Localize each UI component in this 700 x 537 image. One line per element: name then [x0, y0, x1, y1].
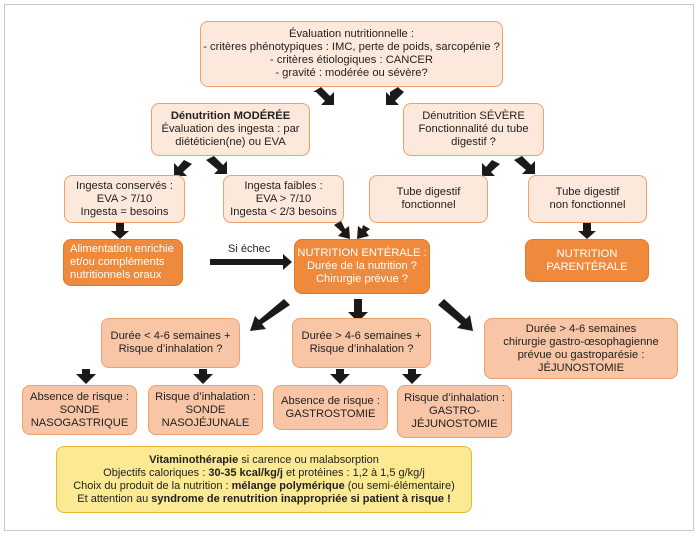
- evaluation-line-3: - critères étiologiques : CANCER: [270, 54, 433, 66]
- footer-line-1-rest: si carence ou malabsorption: [238, 453, 379, 466]
- evaluation-line-1: Évaluation nutritionnelle :: [288, 28, 414, 40]
- ingesta-low-line-2: EVA > 7/10: [255, 192, 312, 205]
- tube-functional-box: Tube digestif fonctionnel: [369, 175, 488, 223]
- parenteral-nutrition-box: NUTRITION PARENTÉRALE: [525, 239, 649, 282]
- figure-frame: [4, 4, 694, 531]
- tube-nonfunctional-line-1: Tube digestif: [555, 186, 620, 198]
- evaluation-line-2: - critères phénotypiques : IMC, perte de…: [203, 41, 500, 53]
- footer-line-3-b: (ou semi-élémentaire): [344, 479, 455, 492]
- moderate-title: Dénutrition MODÉRÉE: [170, 110, 291, 122]
- footer-refeeding: syndrome de renutrition inappropriée si …: [151, 492, 451, 505]
- long-duration-line-1: Durée > 4-6 semaines +: [301, 330, 422, 342]
- moderate-line-3: diététicien(ne) ou EVA: [175, 136, 286, 148]
- tube-nonfunctional-line-2: non fonctionnel: [549, 199, 626, 211]
- enteral-line-3: Chirurgie prévue ?: [315, 273, 409, 285]
- footer-line-2-b: et protéines : 1,2 à 1,5 g/kg/j: [282, 466, 425, 479]
- leaf3-line-2: GASTROSTOMIE: [285, 407, 376, 420]
- ingesta-preserved-line-3: Ingesta = besoins: [80, 205, 169, 218]
- footer-line-1: Vitaminothérapie si carence ou malabsorp…: [149, 454, 379, 467]
- surgery-line-3: prévue ou gastroparésie :: [517, 348, 645, 361]
- severe-line-3: digestif ?: [451, 136, 496, 148]
- short-duration-box: Durée < 4-6 semaines + Risque d’inhalati…: [101, 318, 240, 368]
- surgery-line-4: JÉJUNOSTOMIE: [537, 361, 625, 374]
- leaf4-line-1: Risque d’inhalation :: [404, 392, 505, 404]
- evaluation-box: Évaluation nutritionnelle : - critères p…: [200, 21, 503, 87]
- enteral-line-2: Durée de la nutrition ?: [306, 260, 418, 272]
- leaf1-line-1: Absence de risque :: [30, 390, 129, 403]
- surgery-line-1: Durée > 4-6 semaines: [525, 322, 637, 335]
- leaf3-line-1: Absence de risque :: [281, 394, 380, 407]
- enteral-nutrition-box: NUTRITION ENTÉRALE : Durée de la nutriti…: [294, 239, 430, 294]
- leaf4-line-2: GASTRO-: [429, 405, 480, 417]
- short-duration-line-1: Durée < 4-6 semaines +: [110, 330, 231, 342]
- ingesta-low-line-1: Ingesta faibles :: [244, 179, 323, 192]
- footer-vitamin: Vitaminothérapie: [149, 453, 239, 466]
- footer-line-4: Et attention au syndrome de renutrition …: [77, 493, 451, 506]
- footer-line-4-a: Et attention au: [77, 492, 152, 505]
- ingesta-low-box: Ingesta faibles : EVA > 7/10 Ingesta < 2…: [223, 175, 344, 223]
- surgery-line-2: chirurgie gastro-œsophagienne: [503, 335, 659, 348]
- footer-polymeric: mélange polymérique: [231, 479, 345, 492]
- ingesta-preserved-box: Ingesta conservés : EVA > 7/10 Ingesta =…: [64, 175, 185, 223]
- short-duration-line-2: Risque d’inhalation ?: [118, 343, 223, 355]
- enriched-line-1: Alimentation enrichie: [70, 243, 174, 255]
- gastrojejunostomy-box: Risque d’inhalation : GASTRO- JÉJUNOSTOM…: [397, 385, 512, 438]
- moderate-undernutrition-box: Dénutrition MODÉRÉE Évaluation des inges…: [151, 103, 310, 156]
- tube-functional-line-2: fonctionnel: [401, 199, 456, 211]
- severe-undernutrition-box: Dénutrition SÉVÈRE Fonctionnalité du tub…: [403, 103, 544, 156]
- moderate-line-2: Évaluation des ingesta : par: [161, 123, 300, 135]
- footer-line-3: Choix du produit de la nutrition : mélan…: [73, 480, 455, 493]
- footer-line-2-a: Objectifs caloriques :: [103, 466, 209, 479]
- nasojejunal-tube-box: Risque d’inhalation : SONDE NASOJÉJUNALE: [148, 385, 263, 435]
- gastrostomy-box: Absence de risque : GASTROSTOMIE: [273, 385, 388, 430]
- failure-label: Si échec: [228, 243, 271, 255]
- footer-line-2: Objectifs caloriques : 30-35 kcal/kg/j e…: [103, 467, 425, 480]
- severe-line-1: Dénutrition SÉVÈRE: [422, 110, 525, 122]
- enriched-line-3: nutritionnels oraux: [70, 269, 162, 281]
- parenteral-line-1: NUTRITION: [556, 247, 618, 260]
- footer-calories: 30-35 kcal/kg/j: [208, 466, 283, 479]
- enriched-diet-box: Alimentation enrichie et/ou compléments …: [63, 239, 183, 286]
- leaf2-line-2: SONDE: [185, 403, 226, 416]
- enriched-line-2: et/ou compléments: [70, 256, 165, 268]
- recommendations-box: Vitaminothérapie si carence ou malabsorp…: [56, 446, 472, 513]
- tube-functional-line-1: Tube digestif: [396, 186, 461, 198]
- ingesta-preserved-line-2: EVA > 7/10: [96, 192, 153, 205]
- footer-line-3-a: Choix du produit de la nutrition :: [73, 479, 232, 492]
- leaf2-line-3: NASOJÉJUNALE: [161, 416, 250, 429]
- leaf1-line-3: NASOGASTRIQUE: [30, 416, 129, 429]
- long-duration-line-2: Risque d’inhalation ?: [309, 343, 414, 355]
- long-duration-box: Durée > 4-6 semaines + Risque d’inhalati…: [292, 318, 431, 368]
- ingesta-preserved-line-1: Ingesta conservés :: [75, 179, 173, 192]
- leaf4-line-3: JÉJUNOSTOMIE: [411, 418, 498, 430]
- parenteral-line-2: PARENTÉRALE: [546, 260, 628, 273]
- evaluation-line-4: - gravité : modérée ou sévère?: [275, 67, 428, 79]
- surgery-jejunostomy-box: Durée > 4-6 semaines chirurgie gastro-œs…: [484, 318, 678, 379]
- severe-line-2: Fonctionnalité du tube: [418, 123, 529, 135]
- enteral-line-1: NUTRITION ENTÉRALE :: [297, 247, 427, 259]
- nasogastric-tube-box: Absence de risque : SONDE NASOGASTRIQUE: [22, 385, 137, 435]
- leaf2-line-1: Risque d’inhalation :: [155, 390, 256, 403]
- ingesta-low-line-3: Ingesta < 2/3 besoins: [230, 205, 337, 218]
- tube-nonfunctional-box: Tube digestif non fonctionnel: [528, 175, 647, 223]
- leaf1-line-2: SONDE: [59, 403, 100, 416]
